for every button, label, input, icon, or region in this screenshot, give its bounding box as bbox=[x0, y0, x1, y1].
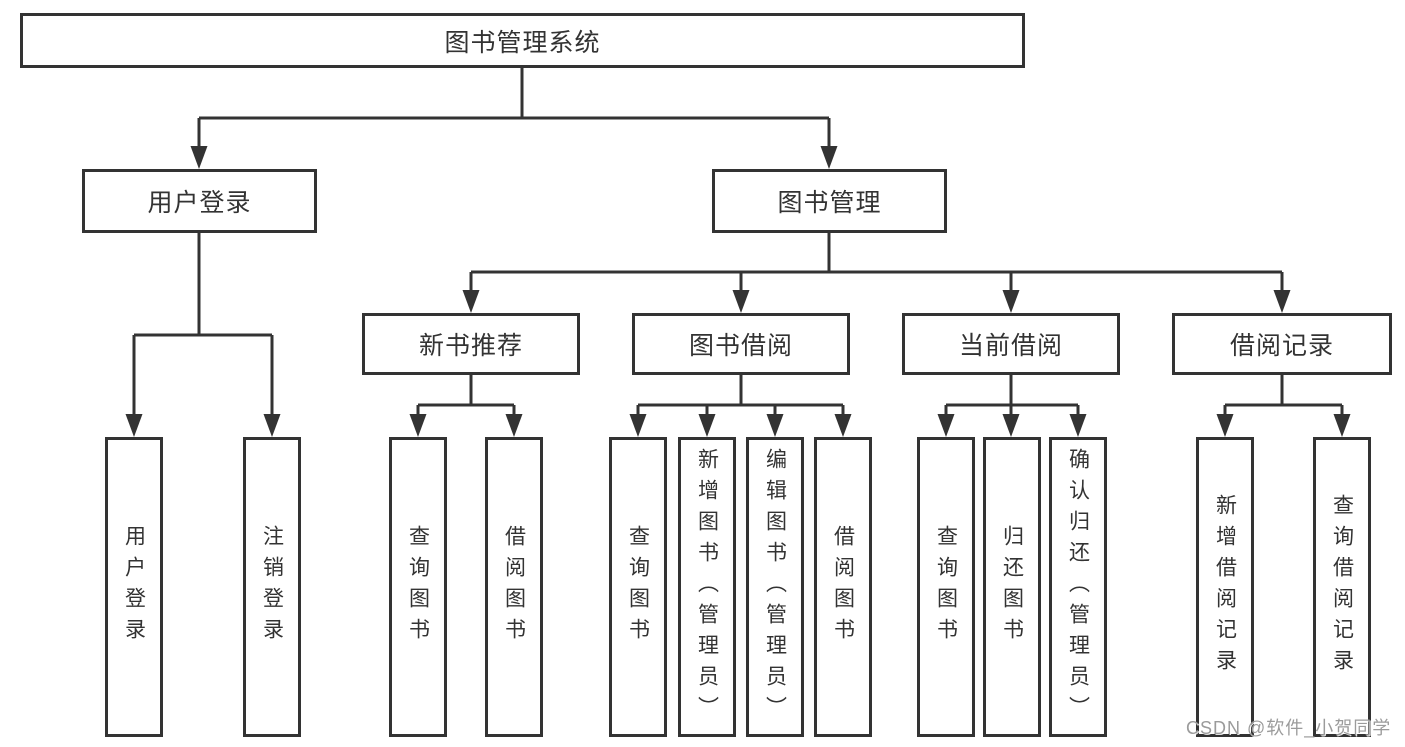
node-label: 图书管理系统 bbox=[444, 28, 601, 57]
node-leaf-user-login: 用户登录 bbox=[105, 437, 163, 737]
node-leaf-query-books-recommend: 查询图书 bbox=[389, 437, 447, 737]
node-user-login: 用户登录 bbox=[82, 169, 317, 233]
node-root-title: 图书管理系统 bbox=[20, 13, 1025, 68]
node-label: 新增图书（管理员） bbox=[695, 447, 719, 727]
node-label: 借阅记录 bbox=[1229, 332, 1334, 360]
node-book-borrowing: 图书借阅 bbox=[632, 313, 850, 375]
node-label: 查询图书 bbox=[934, 525, 958, 649]
node-leaf-add-borrow-record: 新增借阅记录 bbox=[1196, 437, 1254, 737]
node-label: 用户登录 bbox=[122, 525, 146, 649]
node-book-management: 图书管理 bbox=[712, 169, 947, 233]
node-label: 新增借阅记录 bbox=[1213, 494, 1237, 680]
node-label: 查询图书 bbox=[406, 525, 430, 649]
node-leaf-confirm-return-admin: 确认归还（管理员） bbox=[1049, 437, 1107, 737]
node-leaf-query-books-current: 查询图书 bbox=[917, 437, 975, 737]
node-label: 用户登录 bbox=[147, 189, 252, 217]
node-leaf-query-borrow-record: 查询借阅记录 bbox=[1313, 437, 1371, 737]
node-label: 归还图书 bbox=[1000, 525, 1024, 649]
node-leaf-return-books: 归还图书 bbox=[983, 437, 1041, 737]
node-label: 注销登录 bbox=[260, 525, 284, 649]
node-leaf-query-books-borrowing: 查询图书 bbox=[609, 437, 667, 737]
node-leaf-add-books-admin: 新增图书（管理员） bbox=[678, 437, 736, 737]
node-leaf-edit-books-admin: 编辑图书（管理员） bbox=[746, 437, 804, 737]
node-label: 图书借阅 bbox=[688, 332, 793, 360]
node-leaf-logout-login: 注销登录 bbox=[243, 437, 301, 737]
node-borrowing-records: 借阅记录 bbox=[1172, 313, 1392, 375]
node-label: 确认归还（管理员） bbox=[1066, 447, 1090, 727]
node-label: 查询借阅记录 bbox=[1330, 494, 1354, 680]
node-label: 新书推荐 bbox=[418, 332, 523, 360]
node-label: 借阅图书 bbox=[502, 525, 526, 649]
node-label: 编辑图书（管理员） bbox=[763, 447, 787, 727]
node-label: 借阅图书 bbox=[831, 525, 855, 649]
node-new-book-recommendation: 新书推荐 bbox=[362, 313, 580, 375]
node-label: 查询图书 bbox=[626, 525, 650, 649]
watermark-text: CSDN @软件_小贺同学 bbox=[1186, 718, 1392, 738]
node-leaf-borrow-books-borrowing: 借阅图书 bbox=[814, 437, 872, 737]
node-label: 当前借阅 bbox=[958, 332, 1063, 360]
node-label: 图书管理 bbox=[777, 189, 882, 217]
node-leaf-borrow-books-recommend: 借阅图书 bbox=[485, 437, 543, 737]
node-current-borrowing: 当前借阅 bbox=[902, 313, 1120, 375]
